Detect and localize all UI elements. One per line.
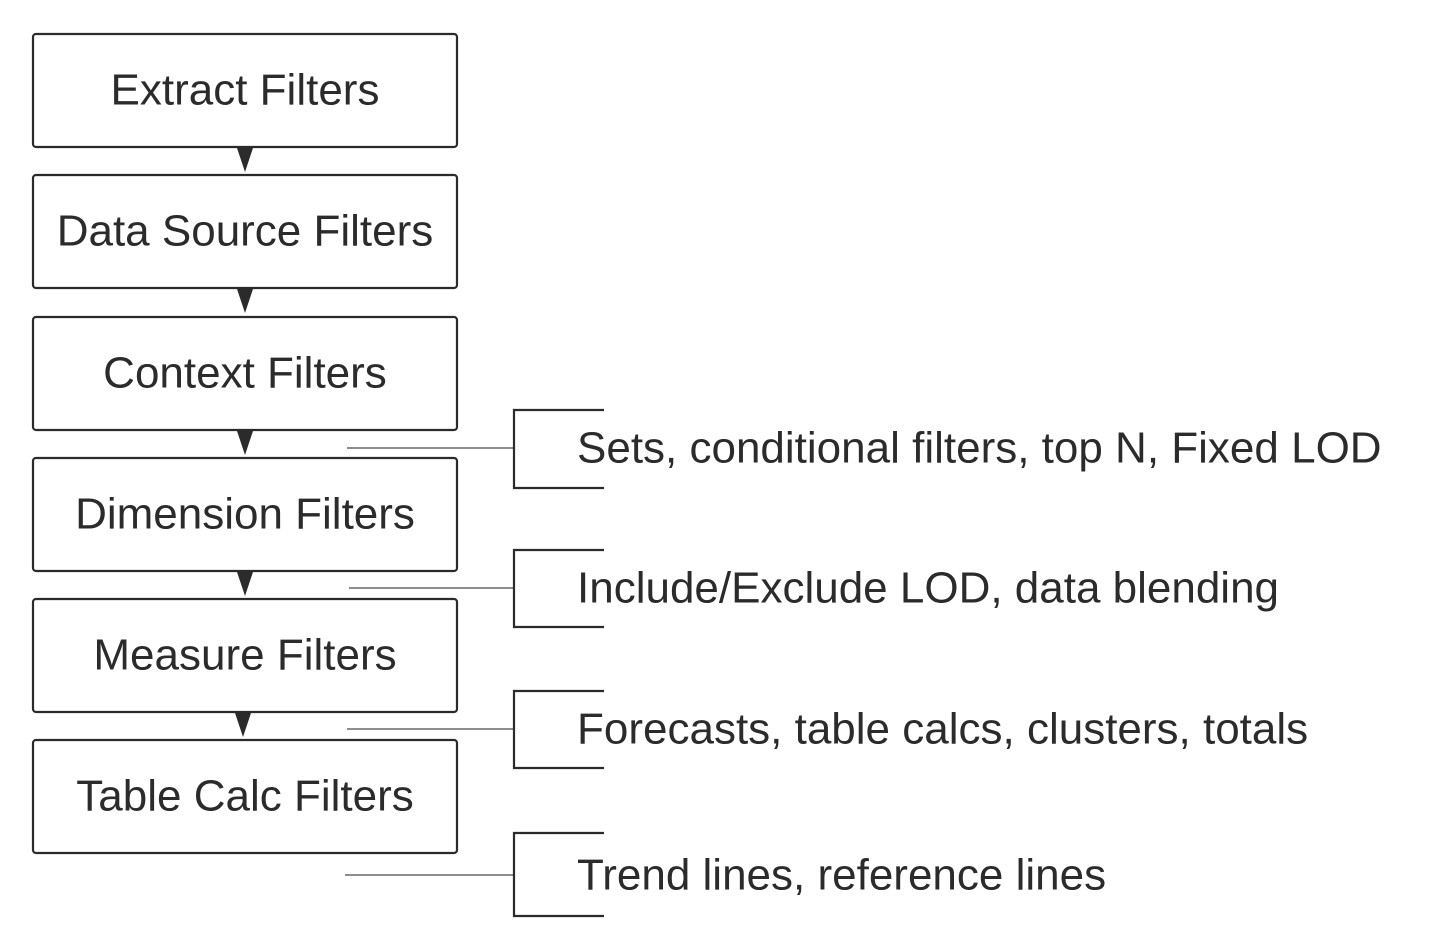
step-context-filters: Context Filters	[31, 315, 459, 432]
step-label: Table Calc Filters	[76, 772, 413, 821]
down-arrow-icon	[237, 431, 253, 455]
down-arrow-icon	[237, 148, 253, 172]
step-label: Measure Filters	[93, 631, 396, 680]
annotation-label: Trend lines, reference lines	[577, 851, 1106, 900]
annotation-include-exclude: Include/Exclude LOD, data blending	[349, 548, 1279, 629]
step-measure-filters: Measure Filters	[31, 597, 459, 714]
step-dimension-filters: Dimension Filters	[31, 456, 459, 573]
annotation-label: Include/Exclude LOD, data blending	[577, 564, 1279, 613]
down-arrow-icon	[237, 289, 253, 313]
bracket	[512, 831, 604, 918]
step-label: Data Source Filters	[57, 207, 434, 256]
step-label: Dimension Filters	[75, 490, 415, 539]
annotation-label: Sets, conditional filters, top N, Fixed …	[577, 424, 1382, 473]
bracket	[512, 548, 604, 629]
down-arrow-icon	[237, 572, 253, 596]
annotation-sets: Sets, conditional filters, top N, Fixed …	[347, 408, 1382, 490]
step-extract-filters: Extract Filters	[31, 32, 459, 149]
annotation-trend: Trend lines, reference lines	[345, 831, 1106, 918]
down-arrow-icon	[235, 713, 251, 737]
step-label: Context Filters	[103, 349, 387, 398]
bracket	[512, 408, 604, 490]
bracket	[512, 689, 604, 770]
annotation-label: Forecasts, table calcs, clusters, totals	[577, 705, 1308, 754]
step-label: Extract Filters	[111, 66, 380, 115]
step-table-calc-filters: Table Calc Filters	[31, 738, 459, 855]
step-data-source-filters: Data Source Filters	[31, 173, 459, 290]
annotation-forecasts: Forecasts, table calcs, clusters, totals	[347, 689, 1308, 770]
